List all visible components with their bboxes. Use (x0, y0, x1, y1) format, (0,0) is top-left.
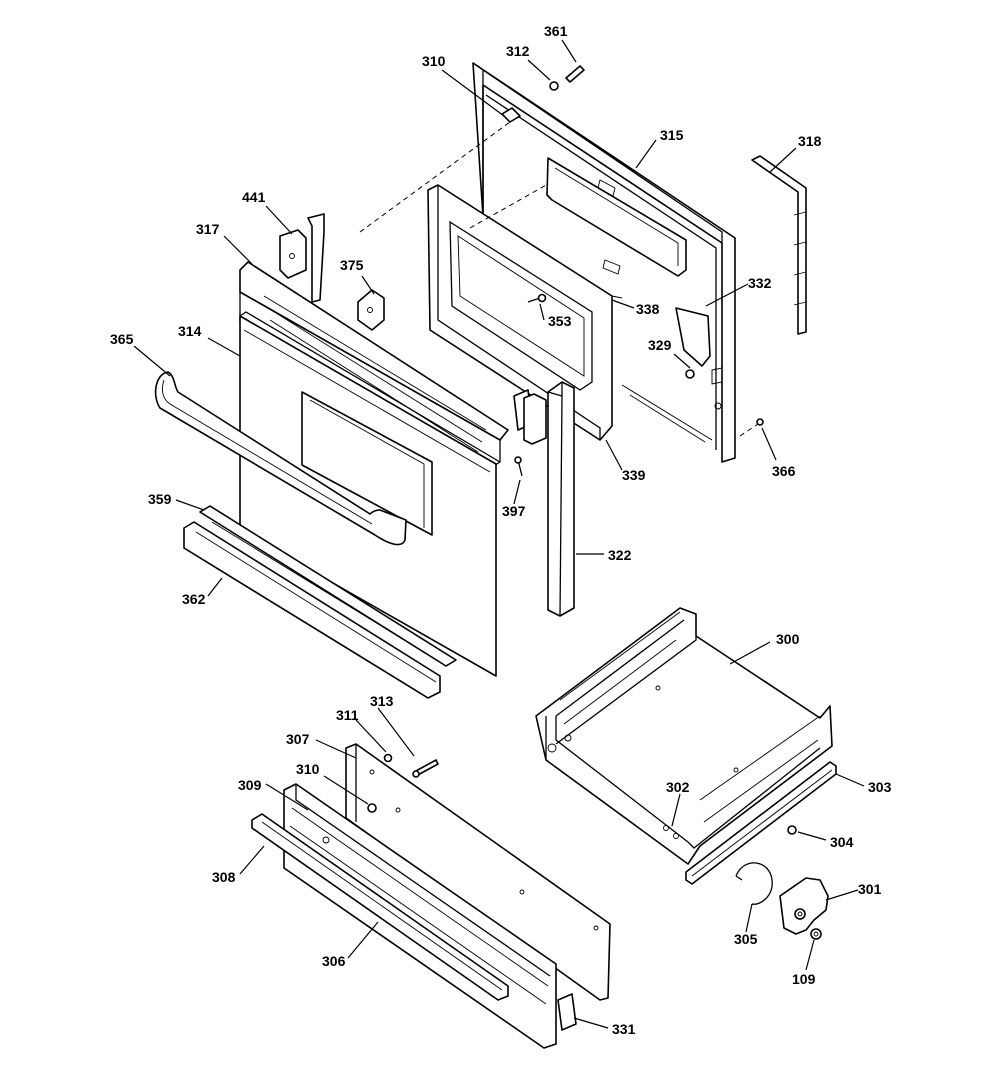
screw-397[interactable] (514, 456, 523, 477)
hinge-bracket-441[interactable] (279, 213, 325, 303)
spring-clip-305[interactable] (735, 862, 773, 905)
screw-366[interactable] (739, 418, 764, 437)
spacer-310-lower[interactable] (367, 803, 377, 813)
callout-label: 301 (858, 881, 882, 897)
callout-label: 314 (178, 323, 202, 339)
callout-label: 441 (242, 189, 266, 205)
callout-label: 305 (734, 931, 758, 947)
callout-label: 304 (830, 834, 854, 850)
door-bottom-trim[interactable] (183, 521, 441, 699)
callout-label: 359 (148, 491, 172, 507)
inner-door-frame[interactable] (427, 184, 623, 441)
callout-label: 313 (370, 693, 394, 709)
washer-312[interactable] (549, 81, 559, 91)
callout-label: 308 (212, 869, 236, 885)
alignment-line (469, 183, 549, 229)
callout-label: 302 (666, 779, 690, 795)
washer-109[interactable] (810, 928, 822, 940)
callout-label: 312 (506, 43, 530, 59)
callout-label: 362 (182, 591, 206, 607)
callout-label: 310 (296, 761, 320, 777)
callout-label: 315 (660, 127, 684, 143)
screw-313[interactable] (412, 759, 439, 778)
callout-label: 375 (340, 257, 364, 273)
callout-label: 353 (548, 313, 572, 329)
screw-361[interactable] (565, 65, 585, 83)
side-trim-strip[interactable] (751, 155, 807, 335)
leader-lines (133, 39, 865, 1029)
door-liner-panel[interactable] (472, 62, 736, 463)
callout-label: 397 (502, 503, 526, 519)
callout-label: 339 (622, 467, 646, 483)
callout-label: 331 (612, 1021, 636, 1037)
callout-label: 310 (422, 53, 446, 69)
callout-label: 109 (792, 971, 816, 987)
callout-label: 329 (648, 337, 672, 353)
alignment-line (359, 121, 511, 233)
callout-label: 322 (608, 547, 632, 563)
callout-label: 300 (776, 631, 800, 647)
clip-329[interactable] (685, 369, 695, 379)
bracket-331[interactable] (557, 993, 577, 1031)
callout-label: 311 (336, 707, 359, 723)
outer-door-panel[interactable] (239, 311, 501, 677)
door-side-post[interactable] (513, 381, 575, 617)
callout-labels: 361 312 310 315 318 441 317 375 332 338 … (110, 23, 892, 1037)
callout-label: 332 (748, 275, 772, 291)
hinge-roller-upper[interactable] (501, 107, 521, 123)
door-bottom-rail[interactable] (199, 505, 457, 667)
callout-label: 317 (196, 221, 220, 237)
callout-label: 307 (286, 731, 310, 747)
callout-label: 366 (772, 463, 796, 479)
drawer-bottom-trim[interactable] (251, 813, 509, 1001)
callout-label: 365 (110, 331, 134, 347)
callout-label: 318 (798, 133, 822, 149)
bracket-375[interactable] (357, 289, 385, 331)
roller-bracket-301[interactable] (779, 877, 829, 935)
callout-label: 338 (636, 301, 660, 317)
storage-drawer[interactable] (535, 607, 833, 865)
nut-311[interactable] (383, 753, 393, 763)
callout-label: 306 (322, 953, 346, 969)
callout-label: 309 (238, 777, 262, 793)
screw-353[interactable] (527, 293, 547, 303)
callout-label: 303 (868, 779, 892, 795)
callout-label: 361 (544, 23, 568, 39)
nut-304[interactable] (787, 825, 797, 835)
door-handle[interactable] (154, 371, 407, 546)
